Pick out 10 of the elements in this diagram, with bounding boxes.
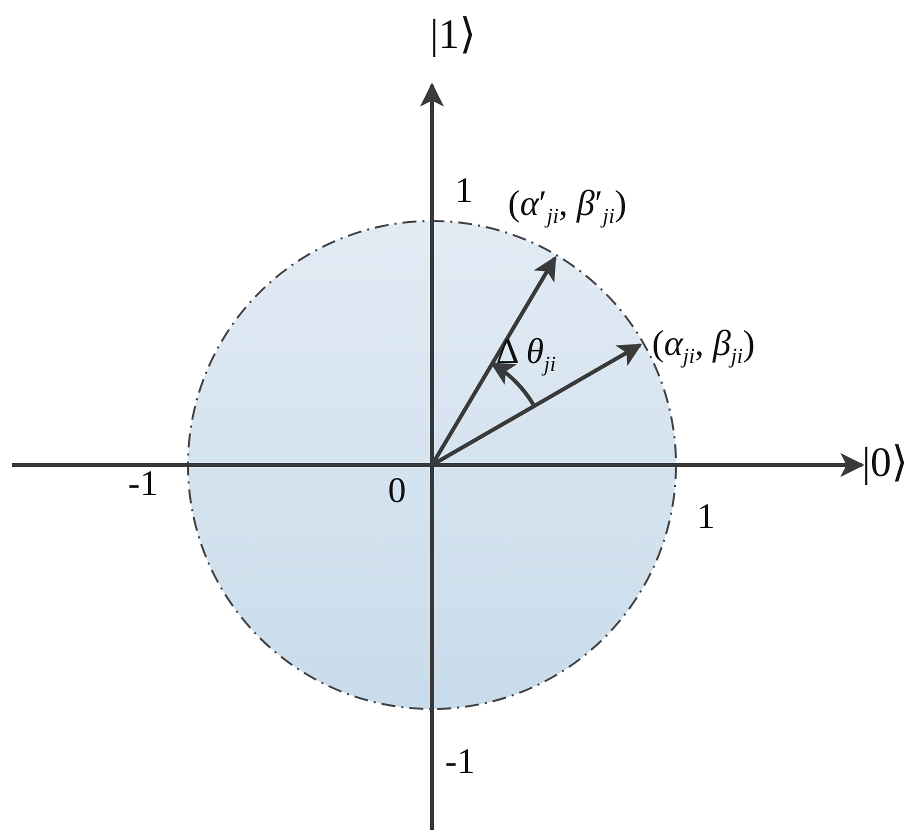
basis-state-label: |0⟩ [862,442,908,484]
axis-tick-label: -1 [445,743,475,779]
angle-label: Δ θ$_{ji}$ [496,333,556,376]
axis-tick-label: 1 [455,172,473,208]
axis-tick-label: -1 [128,465,158,501]
coordinate-label: (α′$_{ji}$, β′$_{ji}$) [508,182,627,230]
axis-tick-label: 1 [697,498,715,534]
coordinate-label: (α$_{ji}$, β$_{ji}$) [652,322,755,370]
basis-state-label: |1⟩ [430,14,476,56]
axis-tick-label: 0 [388,472,406,508]
